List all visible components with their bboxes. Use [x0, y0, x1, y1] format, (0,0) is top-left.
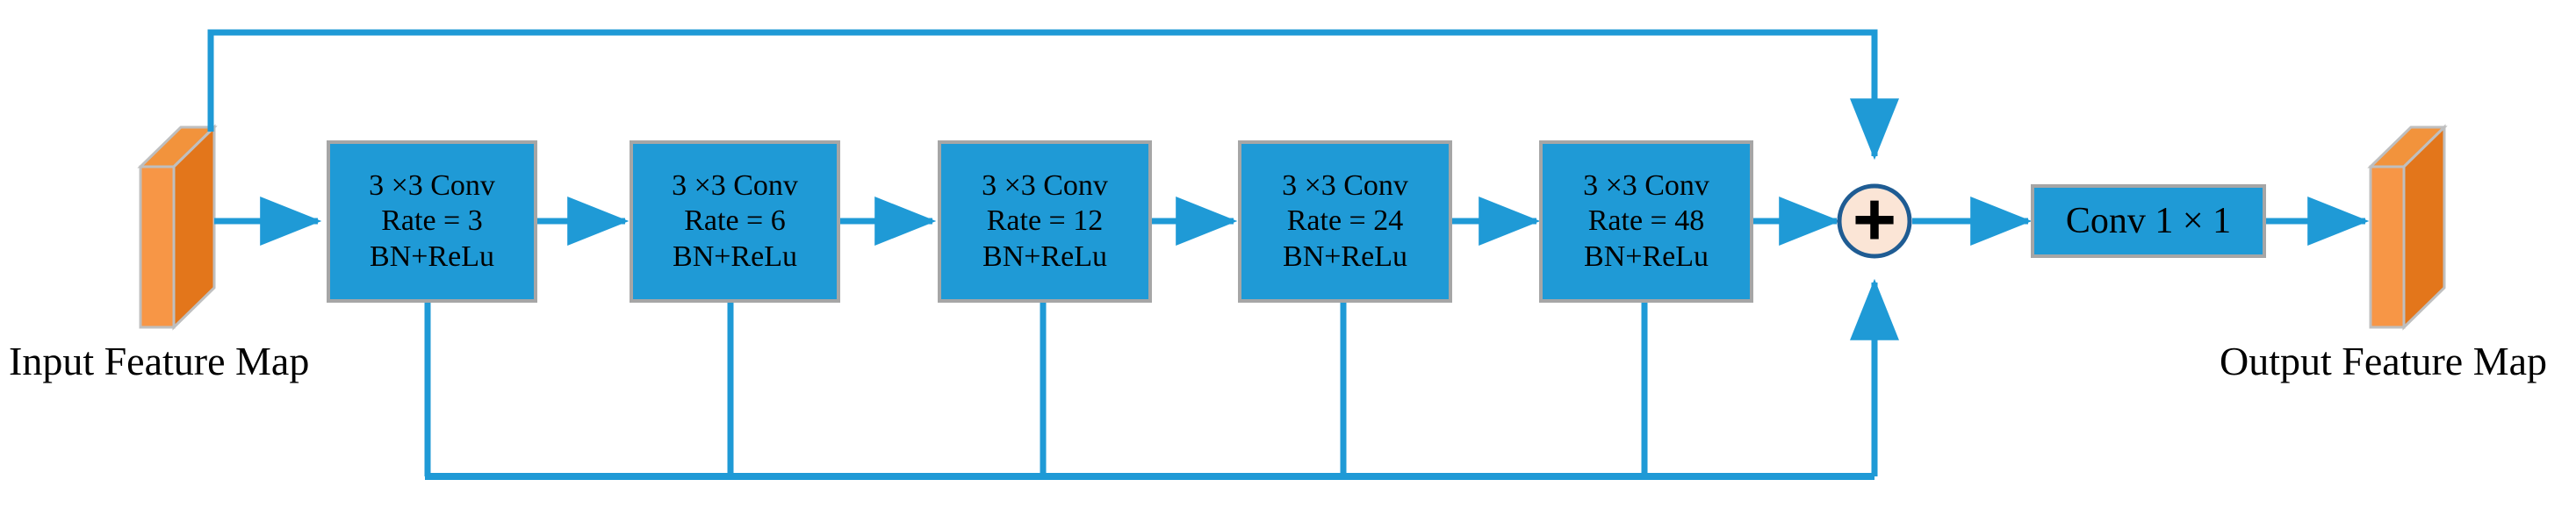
conv-block-line3: BN+ReLu — [1584, 240, 1709, 273]
input-feature-map-icon — [137, 124, 218, 331]
input-feature-map-label: Input Feature Map — [9, 339, 310, 383]
conv-block-line1: 3 ×3 Conv — [369, 168, 495, 202]
conv-block-line1: 3 ×3 Conv — [1583, 168, 1709, 202]
conv-block-rate-12[interactable]: 3 ×3 Conv Rate = 12 BN+ReLu — [938, 140, 1152, 303]
conv-block-line2: Rate = 24 — [1286, 204, 1404, 238]
conv-block-rate-6[interactable]: 3 ×3 Conv Rate = 6 BN+ReLu — [630, 140, 840, 303]
conv-block-rate-24[interactable]: 3 ×3 Conv Rate = 24 BN+ReLu — [1238, 140, 1452, 303]
conv-block-line3: BN+ReLu — [673, 240, 797, 273]
conv-block-rate-3[interactable]: 3 ×3 Conv Rate = 3 BN+ReLu — [327, 140, 537, 303]
conv-block-line1: 3 ×3 Conv — [672, 168, 798, 202]
sum-node — [1837, 183, 1912, 259]
bottom-skip-bus — [424, 278, 1899, 480]
output-feature-map-icon — [2367, 124, 2448, 331]
conv-block-line1: 3 ×3 Conv — [1282, 168, 1408, 202]
conv-block-rate-48[interactable]: 3 ×3 Conv Rate = 48 BN+ReLu — [1539, 140, 1753, 303]
conv-block-line2: Rate = 48 — [1587, 204, 1705, 238]
conv-block-line3: BN+ReLu — [982, 240, 1107, 273]
conv-block-line2: Rate = 12 — [986, 204, 1104, 238]
conv-block-line3: BN+ReLu — [370, 240, 494, 273]
conv-block-line1: 3 ×3 Conv — [982, 168, 1108, 202]
output-feature-map-label: Output Feature Map — [2220, 339, 2548, 383]
conv-block-line3: BN+ReLu — [1283, 240, 1407, 273]
conv-1x1-block[interactable]: Conv 1 × 1 — [2031, 184, 2266, 258]
conv-block-line2: Rate = 6 — [684, 204, 786, 238]
conv-block-line2: Rate = 3 — [381, 204, 483, 238]
top-skip-connection — [207, 29, 1899, 161]
